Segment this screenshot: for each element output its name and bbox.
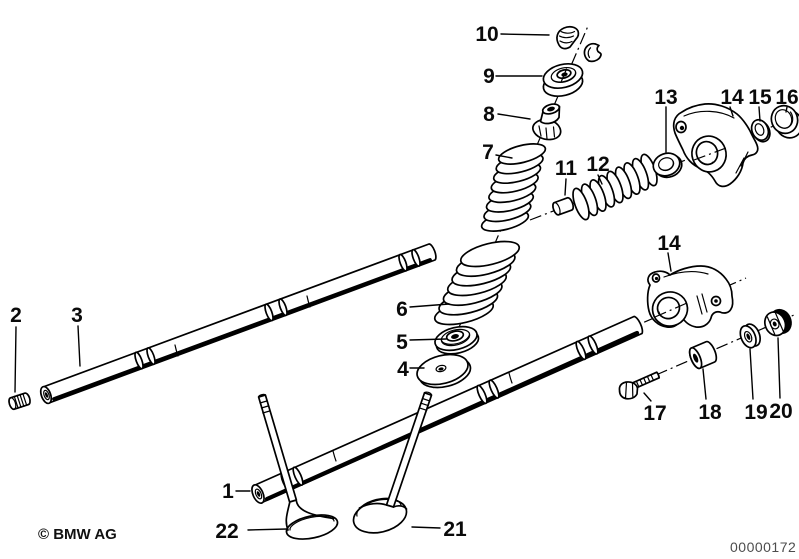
callout-13: 13 bbox=[654, 86, 677, 109]
document-number: 00000172 bbox=[730, 539, 796, 555]
part-13-thrust-washer bbox=[652, 152, 683, 179]
callout-labels: 10 9 8 7 11 12 13 14 15 16 14 2 3 6 5 4 … bbox=[10, 23, 799, 543]
callout-7: 7 bbox=[482, 141, 494, 164]
callout-2: 2 bbox=[10, 304, 22, 327]
callout-8: 8 bbox=[483, 103, 495, 126]
part-20-hex-nut bbox=[763, 308, 792, 337]
part-22-valve bbox=[257, 393, 339, 540]
callout-22: 22 bbox=[215, 520, 238, 543]
part-2-plug bbox=[8, 392, 31, 411]
part-7-valve-spring bbox=[480, 143, 547, 232]
callout-15: 15 bbox=[748, 86, 772, 109]
copyright-text: © BMW AG bbox=[38, 526, 117, 543]
oil-hole-mark bbox=[508, 372, 513, 384]
part-15-washer bbox=[750, 118, 771, 143]
part-21-valve bbox=[352, 391, 433, 534]
callout-9: 9 bbox=[483, 65, 495, 88]
part-9-spring-retainer bbox=[542, 62, 584, 98]
callout-14b: 14 bbox=[657, 232, 681, 255]
part-11-bush bbox=[552, 196, 575, 216]
part-6-valve-spring bbox=[433, 240, 521, 326]
part-4-spring-washer bbox=[416, 353, 472, 389]
callout-11: 11 bbox=[555, 157, 578, 180]
callout-1: 1 bbox=[222, 480, 234, 503]
part-3-rocker-shaft-upper bbox=[39, 243, 437, 405]
callout-12: 12 bbox=[586, 153, 609, 176]
callout-21: 21 bbox=[443, 518, 467, 541]
callout-4: 4 bbox=[397, 358, 409, 381]
part-18-spacer-bush bbox=[688, 340, 718, 370]
callout-16: 16 bbox=[775, 86, 798, 109]
part-8-valve-stem-seal bbox=[531, 103, 562, 141]
callout-6: 6 bbox=[396, 298, 408, 321]
callout-17: 17 bbox=[643, 402, 666, 425]
part-19-washer bbox=[739, 323, 762, 349]
callout-19: 19 bbox=[744, 401, 767, 424]
callout-3: 3 bbox=[71, 304, 83, 327]
part-16-sleeve-bush bbox=[770, 104, 799, 139]
oil-hole-mark bbox=[306, 295, 311, 308]
part-1-rocker-shaft-lower bbox=[251, 315, 644, 505]
oil-hole-mark bbox=[174, 344, 179, 357]
callout-20: 20 bbox=[769, 400, 792, 423]
part-12-rocker-spring bbox=[572, 153, 658, 221]
callout-5: 5 bbox=[396, 331, 408, 354]
part-17-hex-bolt bbox=[618, 371, 661, 400]
callout-14a: 14 bbox=[720, 86, 744, 109]
callout-18: 18 bbox=[698, 401, 722, 424]
callout-10: 10 bbox=[475, 23, 498, 46]
part-14-rocker-arm-upper bbox=[672, 103, 759, 188]
part-5-spring-seat bbox=[434, 325, 480, 355]
fastener-axis-line bbox=[655, 314, 795, 376]
oil-hole-mark bbox=[332, 450, 337, 462]
part-14-rocker-arm-lower bbox=[646, 265, 734, 328]
callout-leader-lines bbox=[14, 33, 788, 531]
part-10-valve-cotters bbox=[556, 25, 602, 63]
